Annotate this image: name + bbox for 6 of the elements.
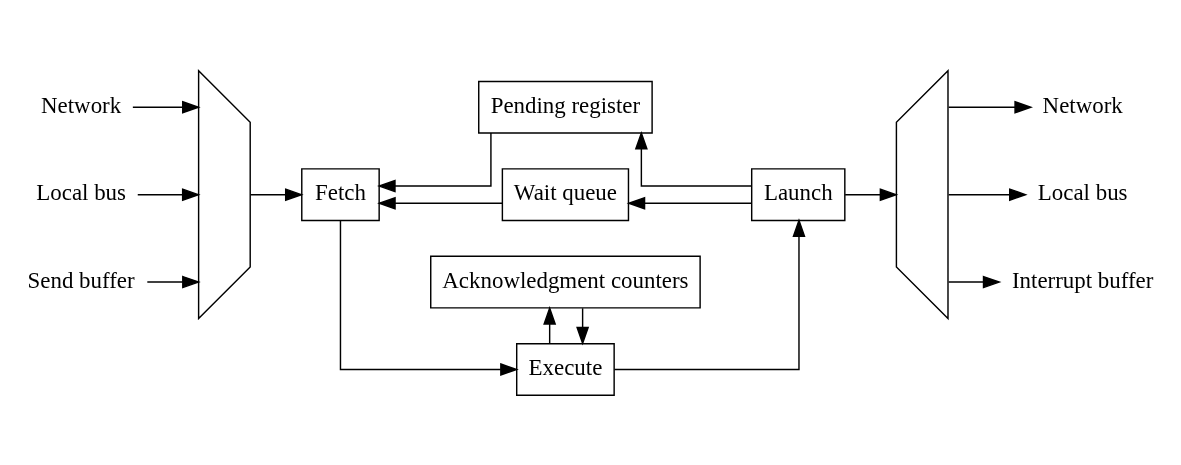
node-text: Send buffer <box>27 267 135 293</box>
node-text: Network <box>1042 92 1123 118</box>
node-text: Network <box>41 92 122 118</box>
node-text: Interrupt buffer <box>1011 267 1154 293</box>
node-text: Local bus <box>1037 179 1128 205</box>
node-text: Local bus <box>36 179 126 205</box>
